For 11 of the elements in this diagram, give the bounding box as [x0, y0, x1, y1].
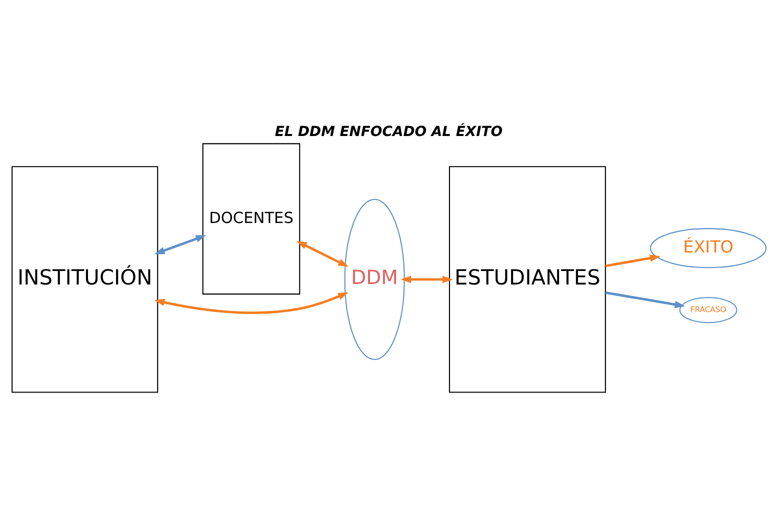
node-box: INSTITUCIÓN — [12, 166, 158, 392]
arrow — [605, 254, 660, 267]
arrow — [605, 290, 686, 308]
arrow — [400, 275, 453, 283]
node-box: ESTUDIANTES — [448, 166, 606, 392]
node-ellipse: DDM — [344, 198, 405, 360]
arrow — [296, 240, 349, 266]
arrow — [154, 292, 349, 314]
arrow — [154, 234, 206, 254]
node-box: DOCENTES — [202, 142, 300, 294]
diagram-title: EL DDM ENFOCADO AL ÉXITO — [274, 124, 503, 140]
